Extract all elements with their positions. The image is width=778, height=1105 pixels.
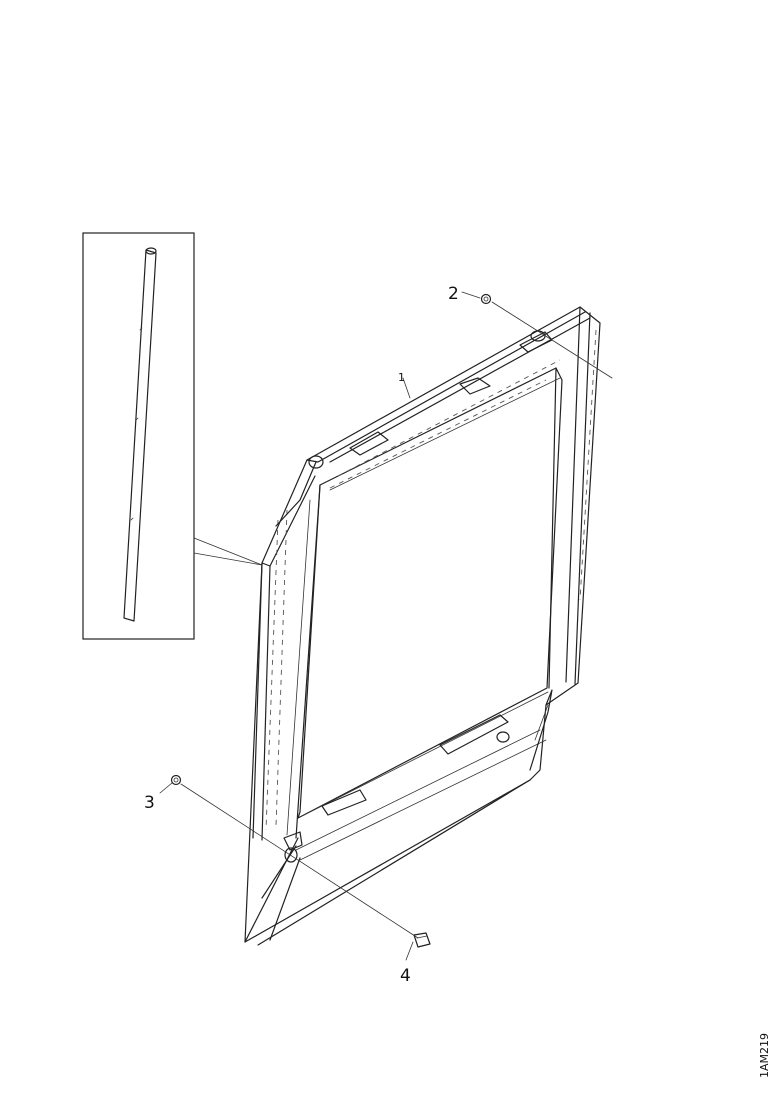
- leader-lines: [159, 291, 613, 961]
- detail-inset-frame: [82, 232, 195, 640]
- callout-2: 2: [448, 284, 459, 304]
- frame-opening: [297, 367, 563, 819]
- frame-outer-edge: [244, 306, 601, 943]
- fastener-2: [480, 293, 492, 305]
- callout-3: 3: [144, 793, 155, 813]
- figure-id: 1AM219: [758, 1033, 771, 1078]
- detail-leader: [193, 537, 263, 566]
- callout-4: 4: [400, 966, 411, 986]
- callout-1: 1: [398, 371, 405, 384]
- seal-strip-detail: [123, 247, 157, 622]
- fastener-3: [170, 774, 182, 786]
- frame-assembly: [244, 306, 601, 946]
- fastener-4: [413, 932, 431, 948]
- detail-inset: [82, 232, 263, 640]
